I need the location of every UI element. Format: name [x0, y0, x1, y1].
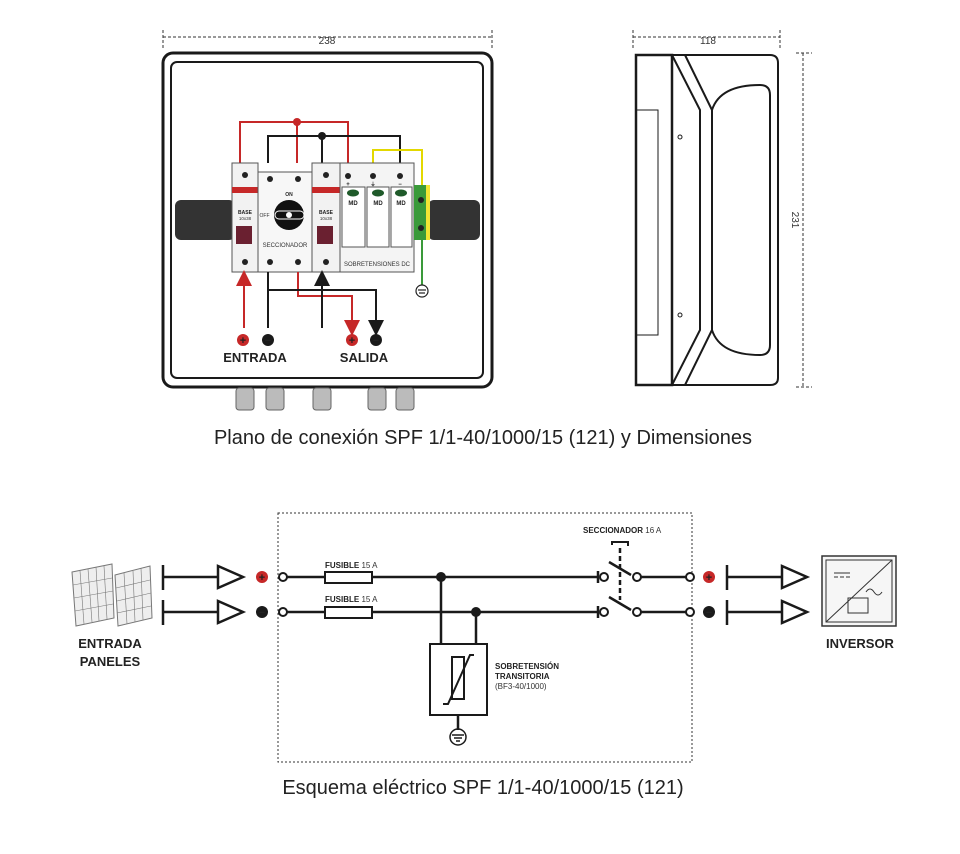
output-polarity: + −: [703, 571, 715, 619]
svg-text:+: +: [346, 182, 350, 188]
disconnect-switch-icon: [608, 541, 632, 612]
height-dimension: [796, 52, 812, 388]
fuse-positive: [324, 571, 373, 584]
width-label: 238: [319, 36, 336, 47]
svg-text:SOBRETENSIONES DC: SOBRETENSIONES DC: [344, 262, 411, 268]
svg-text:+: +: [706, 572, 712, 584]
entrada-paneles-label-1: ENTRADA: [78, 636, 142, 651]
earth-icon: [415, 284, 429, 298]
seccionador-label: SECCIONADOR 16 A: [583, 526, 662, 535]
svg-text:−: −: [373, 335, 379, 347]
salida-polarity: + −: [346, 334, 382, 347]
depth-dimension: [632, 30, 781, 48]
front-width-dimension: [162, 30, 493, 50]
svg-text:BASE: BASE: [319, 210, 334, 216]
depth-label: 118: [700, 36, 716, 47]
switch-off-label: OFF: [260, 213, 270, 219]
spd-model: (BF3-40/1000): [495, 682, 547, 691]
enclosure-side: [634, 53, 779, 387]
svg-text:MD: MD: [373, 201, 383, 207]
input-polarity: + −: [256, 571, 268, 619]
inversor-label: INVERSOR: [826, 636, 895, 651]
top-caption: Plano de conexión SPF 1/1-40/1000/15 (12…: [214, 427, 752, 449]
fuse-label-negative: FUSIBLE 15 A: [325, 595, 378, 604]
entrada-polarity: + −: [237, 334, 274, 347]
din-rail: [175, 200, 480, 240]
entrada-label: ENTRADA: [223, 350, 287, 365]
svg-text:−: −: [265, 335, 271, 347]
fuse-label-positive: FUSIBLE 15 A: [325, 561, 378, 570]
fuse-negative: [324, 606, 373, 619]
salida-label: SALIDA: [340, 350, 389, 365]
schematic-caption: Esquema eléctrico SPF 1/1-40/1000/15 (12…: [282, 777, 683, 799]
terminal-circles: [278, 572, 695, 617]
solar-panels-icon: [71, 563, 153, 627]
ground-icon: [449, 728, 467, 746]
svg-text:MD: MD: [348, 201, 358, 207]
svg-text:−: −: [259, 607, 265, 619]
input-connectors: [161, 564, 247, 625]
wiring-bottom: [236, 270, 384, 336]
cable-glands: [235, 387, 415, 411]
svg-text:+: +: [349, 335, 355, 347]
height-label: 231: [789, 212, 800, 229]
earth-terminal: [414, 185, 430, 240]
svg-text:MD: MD: [396, 201, 406, 207]
svg-text:+: +: [240, 335, 246, 347]
svg-text:−: −: [706, 607, 712, 619]
svg-text:SECCIONADOR: SECCIONADOR: [263, 243, 308, 249]
fuse-base-output: BASE 10x38: [311, 162, 341, 273]
svg-text:10x38: 10x38: [239, 216, 252, 221]
svg-text:+: +: [259, 572, 265, 584]
surge-protector-module: + ⏚ − MD MD MD SOBRETENSIONES DC: [339, 162, 415, 273]
svg-text:10x38: 10x38: [320, 216, 333, 221]
junction-dot: [471, 607, 481, 617]
svg-text:ON: ON: [285, 192, 293, 198]
enclosure-boundary: [277, 512, 693, 763]
junction-dot: [436, 572, 446, 582]
spd-label-1: SOBRETENSIÓN: [495, 662, 559, 671]
seccionador-switch: ON OFF SECCIONADOR: [257, 171, 313, 273]
surge-protector-icon: [429, 643, 488, 716]
entrada-paneles-label-2: PANELES: [80, 654, 141, 669]
svg-text:⏚: ⏚: [370, 181, 375, 188]
output-connectors: [725, 564, 811, 625]
spd-label-2: TRANSITORIA: [495, 672, 550, 681]
inverter-icon: [821, 555, 897, 627]
svg-text:BASE: BASE: [238, 210, 253, 216]
svg-text:−: −: [398, 182, 402, 188]
fuse-base-input: BASE 10x38: [231, 162, 259, 273]
